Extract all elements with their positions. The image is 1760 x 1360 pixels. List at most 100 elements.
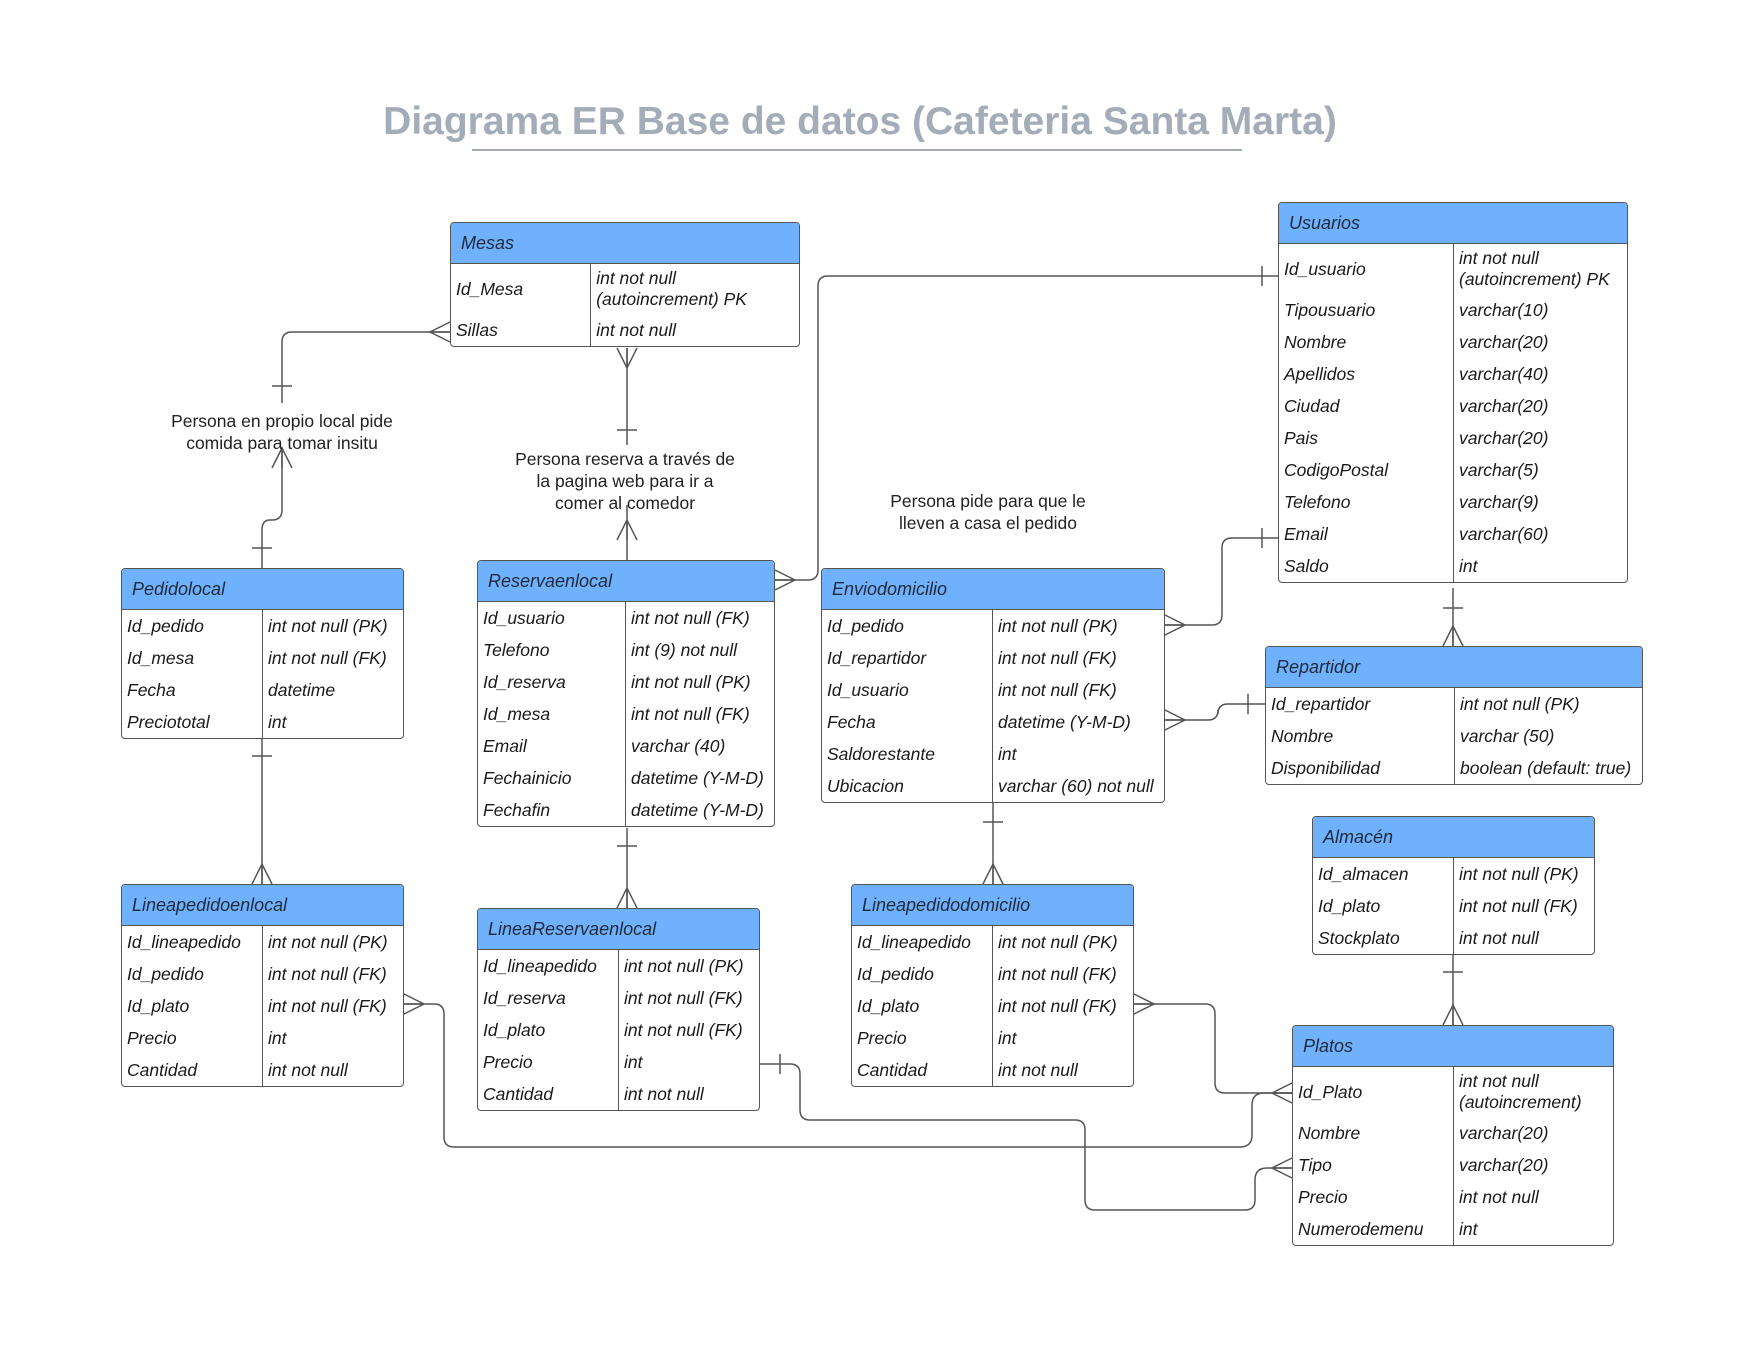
field-name: Id_lineapedido: [483, 955, 597, 976]
crows-foot-many: [982, 862, 1004, 885]
crows-foot-many: [1442, 1003, 1464, 1026]
field-type: datetime (Y-M-D): [992, 706, 1164, 738]
field-name: Id_repartidor: [827, 647, 927, 668]
entity-title: Mesas: [451, 223, 799, 264]
field-type: datetime (Y-M-D): [625, 794, 774, 826]
field-name: Numerodemenu: [1298, 1218, 1424, 1239]
field-name: Stockplato: [1318, 927, 1400, 948]
field-type: varchar (50): [1454, 720, 1642, 752]
field-type: varchar(20): [1453, 1149, 1613, 1181]
field-type: datetime (Y-M-D): [625, 762, 774, 794]
entity-title: Enviodomicilio: [822, 569, 1164, 610]
field-type: int not null (autoincrement) PK: [590, 264, 799, 314]
field-name: Id_usuario: [827, 679, 909, 700]
field-type: int not null: [590, 314, 799, 346]
field-name: Telefono: [1284, 491, 1351, 512]
entity-row: Id_usuario int not null (FK): [822, 674, 1164, 706]
connector-line: [760, 1063, 1292, 1211]
field-type: int not null (FK): [1453, 890, 1594, 922]
field-type: int not null: [1453, 1181, 1613, 1213]
entity-title: Platos: [1293, 1026, 1613, 1067]
entity-title: Repartidor: [1266, 647, 1642, 688]
connector-line: [261, 448, 283, 568]
crows-foot-many: [616, 518, 638, 541]
field-type: int not null (FK): [992, 674, 1164, 706]
field-name: Nombre: [1298, 1122, 1361, 1143]
crows-foot-many: [616, 886, 638, 909]
field-type: varchar(20): [1453, 1117, 1613, 1149]
field-type: int not null (PK): [992, 610, 1164, 642]
field-name: Fecha: [127, 679, 176, 700]
field-type: varchar(20): [1453, 326, 1627, 358]
field-name: Cantidad: [857, 1059, 928, 1080]
entity-row: Sillas int not null: [451, 314, 799, 346]
entity-title: Almacén: [1313, 817, 1594, 858]
field-type: varchar(40): [1453, 358, 1627, 390]
crows-foot-many: [1164, 614, 1187, 636]
field-name: Id_mesa: [127, 647, 195, 668]
field-type: int not null (FK): [625, 602, 774, 634]
field-type: int not null (FK): [618, 1014, 759, 1046]
field-name: Preciototal: [127, 711, 210, 732]
field-name: Ubicacion: [827, 775, 904, 796]
field-type: varchar(60): [1453, 518, 1627, 550]
field-type: int not null (FK): [262, 642, 403, 674]
field-name: Id_usuario: [483, 607, 565, 628]
entity-row: Preciototal int: [122, 706, 403, 738]
crows-foot-many: [616, 347, 638, 370]
field-name: Nombre: [1284, 331, 1347, 352]
field-type: int not null (FK): [618, 982, 759, 1014]
field-type: int not null (autoincrement): [1453, 1067, 1613, 1117]
entity-row: Tipo varchar(20): [1293, 1149, 1613, 1181]
connector-line: [404, 1003, 1292, 1148]
diagram-title: Diagrama ER Base de datos (Cafeteria San…: [383, 100, 1337, 143]
connector-line: [1165, 703, 1265, 721]
field-type: int not null (PK): [262, 926, 403, 958]
field-name: Id_pedido: [127, 615, 204, 636]
field-name: Sillas: [456, 319, 498, 340]
entity-title: Lineapedidoenlocal: [122, 885, 403, 926]
field-name: Ciudad: [1284, 395, 1340, 416]
field-type: varchar (40): [625, 730, 774, 762]
field-name: Fecha: [827, 711, 876, 732]
field-type: int not null (FK): [262, 990, 403, 1022]
field-name: Tipo: [1298, 1154, 1332, 1175]
entity-row: Nombre varchar(20): [1279, 326, 1627, 358]
field-type: int not null (FK): [992, 990, 1133, 1022]
field-type: int: [262, 706, 403, 738]
